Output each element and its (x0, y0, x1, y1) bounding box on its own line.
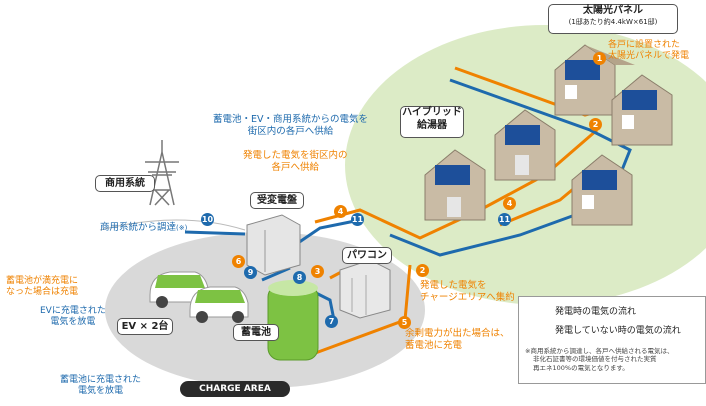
generated-supply-note: 発電した電気を街区内の 各戸へ供給 (243, 150, 348, 174)
hybrid-line-1: ハイブリッド (402, 107, 462, 118)
ev-discharge-line-2: 電気を放電 (50, 317, 96, 328)
hybrid-water-heater-label: ハイブリッド 給湯器 (400, 106, 464, 138)
grid-label: 商用系統 (95, 175, 155, 192)
charge-area-gather-note: 発電した電気を チャージエリアへ集約 (420, 280, 515, 304)
house-icon (494, 109, 556, 181)
solar-panel-title: 太陽光パネル (583, 5, 643, 16)
legend-not-generating: 発電していない時の電気の流れ (555, 326, 681, 336)
power-conditioner-icon (339, 259, 391, 319)
battery-label: 蓄電池 (233, 324, 279, 341)
footnote-line-2: 非化石証書等の環境価値を付与された実質 (533, 355, 657, 364)
footnote-line-1: ※商用系統から調達し、各戸へ供給される電気は、 (525, 347, 674, 355)
battery-discharge-line-1: 蓄電池に充電された (60, 375, 142, 385)
substation-label: 受変電盤 (250, 192, 304, 209)
surplus-line-1: 余剰電力が出た場合は、 (405, 328, 510, 339)
gather-line-2: チャージエリアへ集約 (420, 291, 515, 303)
generated-supply-line-2: 各戸へ供給 (271, 161, 320, 173)
battery-full-note: 蓄電池が満充電に なった場合は充電 (6, 276, 78, 299)
step-marker: 1 (593, 52, 606, 65)
house-icon (611, 74, 673, 146)
house-icon (424, 149, 486, 221)
substation-cabinet-icon (246, 214, 301, 276)
house-icon (571, 154, 633, 226)
charge-area-badge: CHARGE AREA (180, 381, 290, 397)
battery-full-line-1: 蓄電池が満充電に (6, 276, 79, 286)
solar-note-line-2: 太陽光パネルで発電 (608, 51, 690, 62)
ev-discharge-note: EVに充電された 電気を放電 (40, 306, 106, 329)
legend-generating: 発電時の電気の流れ (555, 307, 637, 317)
step-marker: 3 (311, 265, 324, 278)
legend-footnote: ※商用系統から調達し、各戸へ供給される電気は、 非化石証書等の環境価値を付与され… (525, 347, 673, 372)
supply-note-line-1: 蓄電池・EV・商用系統からの電気を (213, 114, 369, 125)
supply-note-line-2: 街区内の各戸へ供給 (247, 125, 334, 137)
step-marker: 4 (334, 205, 347, 218)
gather-line-1: 発電した電気を (420, 280, 487, 291)
surplus-line-2: 蓄電池に充電 (405, 339, 463, 351)
step-marker: 8 (293, 271, 306, 284)
battery-discharge-note: 蓄電池に充電された 電気を放電 (60, 375, 141, 398)
supply-note: 蓄電池・EV・商用系統からの電気を 街区内の各戸へ供給 (213, 114, 368, 138)
generated-supply-line-1: 発電した電気を街区内の (243, 150, 348, 161)
step-marker: 4 (503, 197, 516, 210)
solar-panel-subtitle: (1邸あたり約4.4kW×61邸) (568, 17, 658, 26)
grid-procure-mark: (※) (176, 224, 188, 232)
step-marker: 6 (232, 255, 245, 268)
step-marker: 7 (325, 315, 338, 328)
step-marker: 2 (416, 264, 429, 277)
solar-panel-label: 太陽光パネル (1邸あたり約4.4kW×61邸) (548, 4, 678, 34)
solar-note-line-1: 各戸に設置された (608, 40, 681, 50)
utility-tower-icon (145, 140, 179, 206)
ev-car-icon (189, 286, 249, 323)
power-conditioner-label: パワコン (342, 247, 392, 264)
footnote-line-3: 再エネ100%の電気となります。 (533, 363, 629, 372)
step-marker: 11 (351, 213, 364, 226)
step-marker: 9 (244, 266, 257, 279)
grid-procure-note: 商用系統から調達(※) (100, 222, 187, 234)
step-marker: 5 (398, 316, 411, 329)
step-marker: 2 (589, 118, 602, 131)
step-marker: 10 (201, 213, 214, 226)
grid-procure-text: 商用系統から調達 (100, 222, 177, 233)
step-marker: 11 (498, 213, 511, 226)
legend: 発電時の電気の流れ 発電していない時の電気の流れ ※商用系統から調達し、各戸へ供… (518, 296, 706, 384)
battery-discharge-line-2: 電気を放電 (78, 386, 124, 397)
ev-count-label: EV × 2台 (117, 318, 173, 335)
surplus-note: 余剰電力が出た場合は、 蓄電池に充電 (405, 328, 510, 352)
solar-note: 各戸に設置された 太陽光パネルで発電 (608, 40, 689, 63)
hybrid-line-2: 給湯器 (417, 119, 447, 131)
ev-discharge-line-1: EVに充電された (40, 306, 106, 316)
battery-icon (267, 280, 319, 361)
battery-full-line-2: なった場合は充電 (6, 287, 79, 298)
